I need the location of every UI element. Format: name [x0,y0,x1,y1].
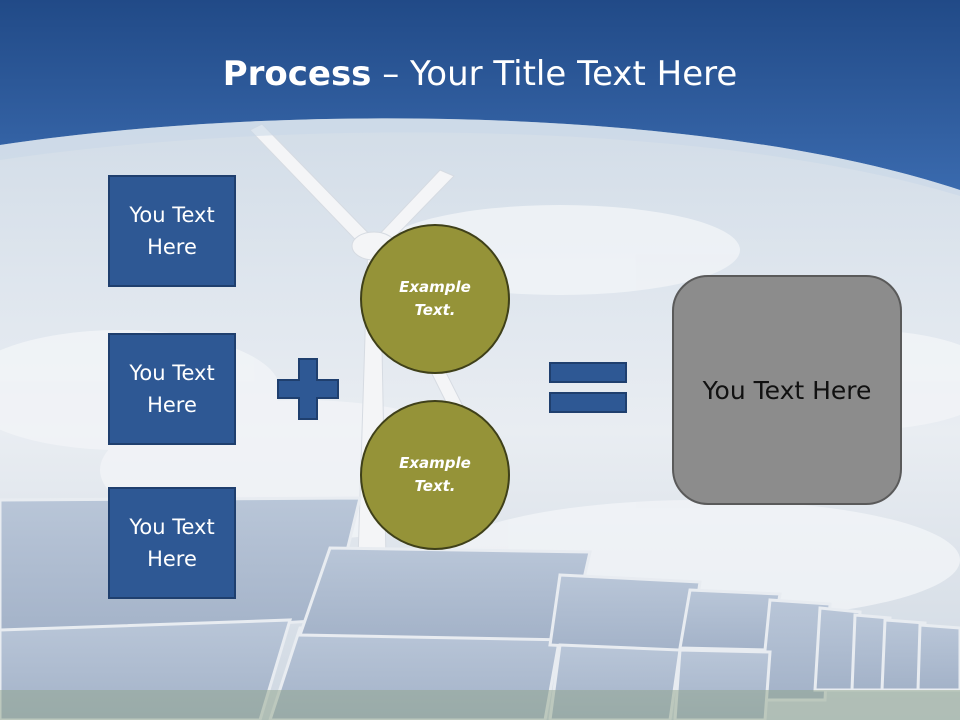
text-box-2[interactable]: You Text Here [108,333,236,445]
equals-icon [549,362,627,413]
slide-title: Process – Your Title Text Here [0,52,960,96]
circle-label: Example Text. [399,278,471,319]
result-box[interactable]: You Text Here [672,275,902,505]
example-circle-2[interactable]: Example Text. [360,400,510,550]
text-box-label: You Text Here [129,515,215,571]
result-label: You Text Here [702,375,872,405]
header-band [0,0,960,190]
text-box-label: You Text Here [129,203,215,259]
text-box-label: You Text Here [129,361,215,417]
plus-icon [277,358,339,420]
circle-label: Example Text. [399,454,471,495]
title-rest: – Your Title Text Here [371,54,738,94]
text-box-1[interactable]: You Text Here [108,175,236,287]
title-bold: Process [222,54,372,94]
text-box-3[interactable]: You Text Here [108,487,236,599]
example-circle-1[interactable]: Example Text. [360,224,510,374]
